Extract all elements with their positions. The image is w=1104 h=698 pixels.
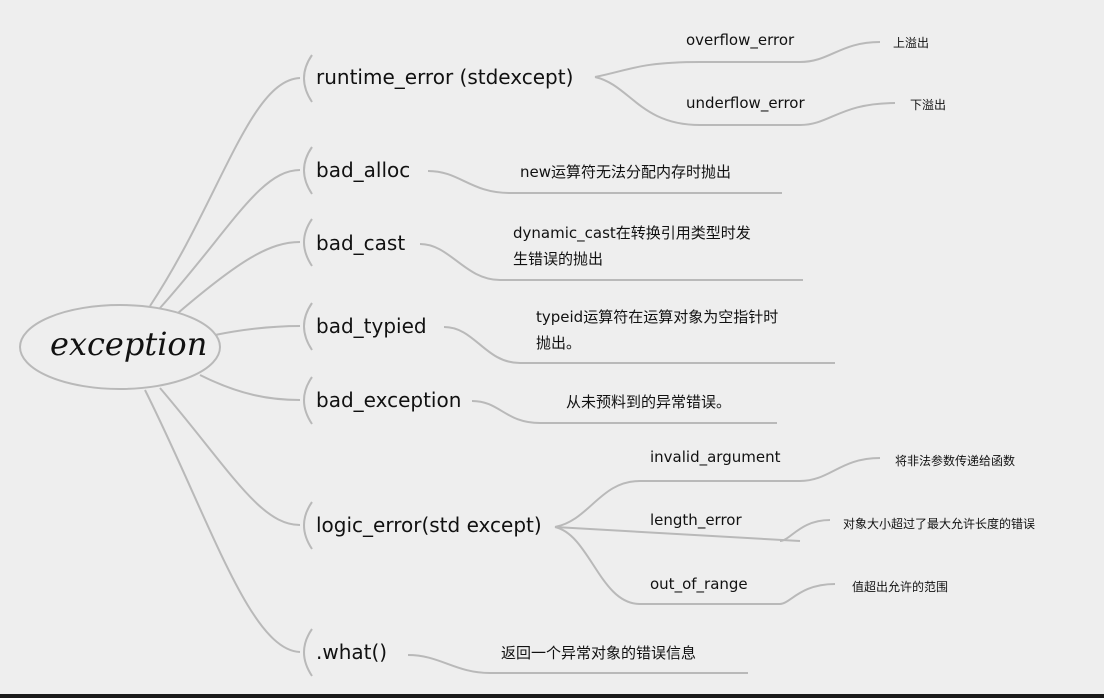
desc-what: 返回一个异常对象的错误信息 (501, 644, 697, 662)
node-bad-typied: bad_typied (316, 314, 427, 338)
node-underflow-error: underflow_error (686, 94, 805, 112)
desc-invalid-argument: 将非法参数传递给函数 (895, 454, 1016, 468)
node-what: .what() (316, 640, 388, 664)
node-bad-cast: bad_cast (316, 231, 406, 255)
node-out-of-range: out_of_range (650, 575, 748, 593)
desc-overflow-error: 上溢出 (893, 36, 930, 50)
root-ellipse (19, 304, 221, 390)
desc-out-of-range: 值超出允许的范围 (852, 580, 949, 594)
desc-bad-cast-line-1: dynamic_cast在转换引用类型时发 (513, 224, 751, 242)
desc-bad-typied-line-2: 抛出。 (536, 334, 582, 352)
node-bad-alloc: bad_alloc (316, 158, 411, 182)
desc-bad-typied-line-1: typeid运算符在运算对象为空指针时 (536, 308, 779, 326)
bottom-border (0, 694, 1104, 698)
node-invalid-argument: invalid_argument (650, 448, 781, 466)
root-node-exception: exception (50, 325, 208, 363)
node-logic-error: logic_error(std except) (316, 513, 542, 537)
node-overflow-error: overflow_error (686, 31, 795, 49)
node-runtime-error: runtime_error (stdexcept) (316, 65, 574, 89)
desc-bad-typied: typeid运算符在运算对象为空指针时 抛出。 (536, 304, 778, 356)
desc-bad-cast-line-2: 生错误的抛出 (513, 250, 604, 268)
desc-underflow-error: 下溢出 (910, 98, 947, 112)
desc-length-error: 对象大小超过了最大允许长度的错误 (843, 517, 1036, 531)
node-bad-exception: bad_exception (316, 388, 462, 412)
desc-bad-alloc: new运算符无法分配内存时抛出 (520, 163, 732, 181)
desc-bad-exception: 从未预料到的异常错误。 (566, 393, 732, 411)
node-length-error: length_error (650, 511, 742, 529)
desc-bad-cast: dynamic_cast在转换引用类型时发 生错误的抛出 (513, 220, 751, 272)
